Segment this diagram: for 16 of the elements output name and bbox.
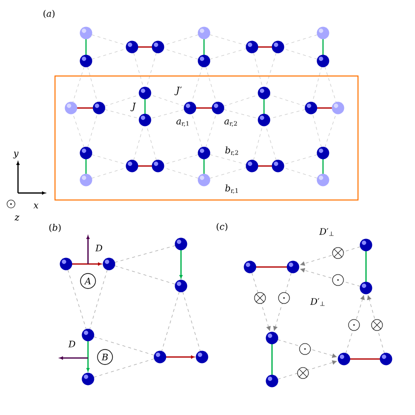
panel-label: (c) — [216, 222, 228, 232]
axis-label: y — [13, 152, 19, 158]
coupling-label: J′ — [174, 86, 182, 96]
axis-label: x — [34, 204, 38, 208]
panel-label: (a) — [44, 10, 54, 18]
vector-label: D′$_{⊥}$ — [310, 298, 325, 306]
coupling-label: J — [130, 102, 136, 112]
vector-label: D′$_{⊥}$ — [319, 228, 334, 236]
site-label: b$_{r,1}$ — [225, 184, 238, 194]
vector-label: D — [68, 340, 76, 348]
site-label: a$_{r,2}$ — [224, 120, 237, 126]
vector-label: D — [95, 244, 102, 252]
panel-label: (b) — [49, 224, 61, 232]
site-label: a$_{r,1}$ — [176, 120, 189, 126]
axis-label: z — [14, 215, 20, 221]
site-label: b$_{r,2}$ — [225, 146, 238, 156]
